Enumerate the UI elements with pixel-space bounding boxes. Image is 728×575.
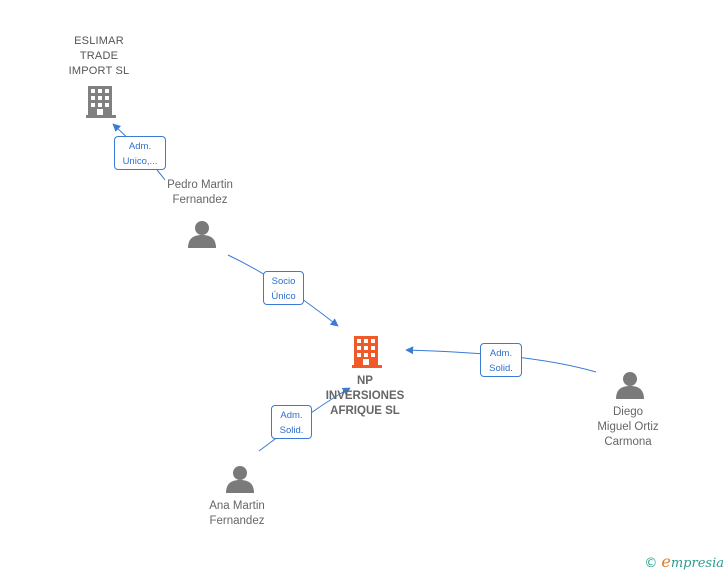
node-label-diego[interactable]: Diego Miguel Ortiz Carmona — [597, 406, 659, 448]
brand-initial: e — [661, 552, 671, 571]
edge-label-socio-unico[interactable]: Socio Único — [263, 271, 304, 305]
edge-label-adm-unico[interactable]: Adm. Unico,... — [114, 136, 166, 170]
person-icon[interactable] — [226, 466, 254, 493]
person-icon[interactable] — [188, 221, 216, 248]
edge-label-adm-solid-ana[interactable]: Adm. Solid. — [271, 405, 312, 439]
person-icon[interactable] — [616, 372, 644, 399]
empresia-logo: ©empresia — [644, 552, 724, 571]
node-label-pedro[interactable]: Pedro Martin Fernandez — [167, 179, 233, 206]
node-label-eslimar[interactable]: ESLIMAR TRADE IMPORT SL — [68, 35, 130, 77]
building-icon[interactable] — [86, 86, 116, 118]
building-icon[interactable] — [352, 336, 382, 368]
copyright-icon: © — [644, 556, 658, 571]
edge-label-adm-solid-diego[interactable]: Adm. Solid. — [480, 343, 522, 377]
brand-name: mpresia — [670, 556, 724, 571]
node-label-np[interactable]: NP INVERSIONES AFRIQUE SL — [325, 375, 405, 417]
node-label-ana[interactable]: Ana Martin Fernandez — [209, 500, 265, 527]
